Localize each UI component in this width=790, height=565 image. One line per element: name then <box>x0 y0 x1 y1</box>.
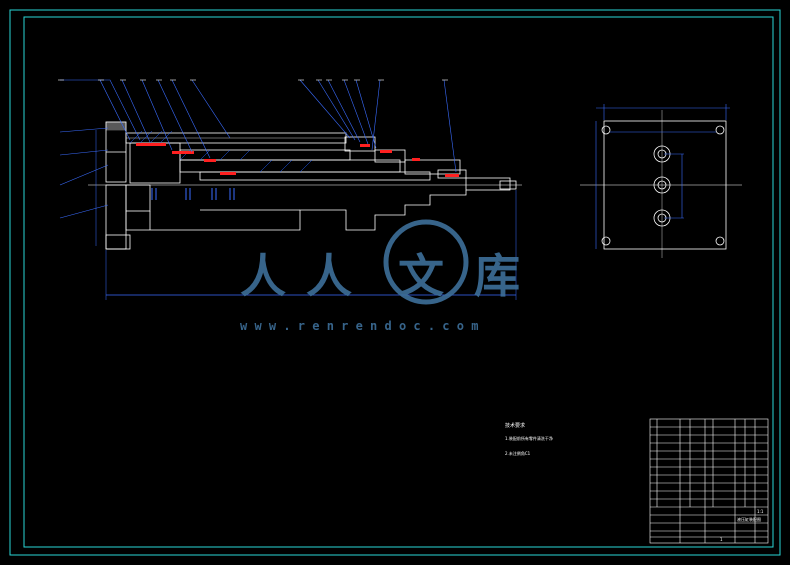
seal <box>220 172 236 175</box>
seal <box>204 159 216 162</box>
end-view-dimensions <box>595 104 730 249</box>
bolt-hole <box>601 125 611 135</box>
title-block-text: 液压缸装配图 1:1 1 <box>720 509 764 542</box>
bolt-hole <box>715 125 725 135</box>
drawing-title: 液压缸装配图 <box>737 516 761 522</box>
watermark-char: 库 <box>474 249 520 303</box>
bolt-sections <box>151 188 235 200</box>
outer-frame <box>9 9 781 556</box>
seal <box>445 174 459 177</box>
seal <box>172 151 194 154</box>
watermark-char: 人 <box>306 249 352 303</box>
seal <box>360 144 370 147</box>
watermark-char: 人 <box>240 249 286 303</box>
piston-rod-end <box>465 177 511 191</box>
watermark: 人 人 文 库 w w w . r e n r e n d o c . c o … <box>240 219 520 333</box>
drawing-scale: 1:1 <box>757 509 764 514</box>
technical-notes: 技术要求 1.装配前所有零件清洗干净 2.未注倒角C1 <box>505 422 553 456</box>
rod-hole <box>653 176 671 194</box>
bolt-hole <box>715 236 725 246</box>
cylinder-section-view <box>88 121 522 300</box>
notes-heading: 技术要求 <box>505 422 525 429</box>
title-block <box>649 418 769 544</box>
seal <box>380 150 392 153</box>
seal-markings <box>136 143 459 177</box>
inner-frame <box>23 16 774 548</box>
watermark-url: w w w . r e n r e n d o c . c o m <box>240 319 478 333</box>
notes-line-1: 1.装配前所有零件清洗干净 <box>505 435 553 441</box>
seal <box>136 143 166 146</box>
watermark-ring <box>383 219 469 305</box>
notes-line-2: 2.未注倒角C1 <box>505 450 531 456</box>
watermark-char: 文 <box>398 249 444 303</box>
drawing-sheet: 1 <box>720 537 723 542</box>
seal <box>412 158 420 161</box>
part-leader-lines <box>59 79 457 219</box>
bolt-hole <box>601 236 611 246</box>
section-hatching <box>129 130 313 173</box>
